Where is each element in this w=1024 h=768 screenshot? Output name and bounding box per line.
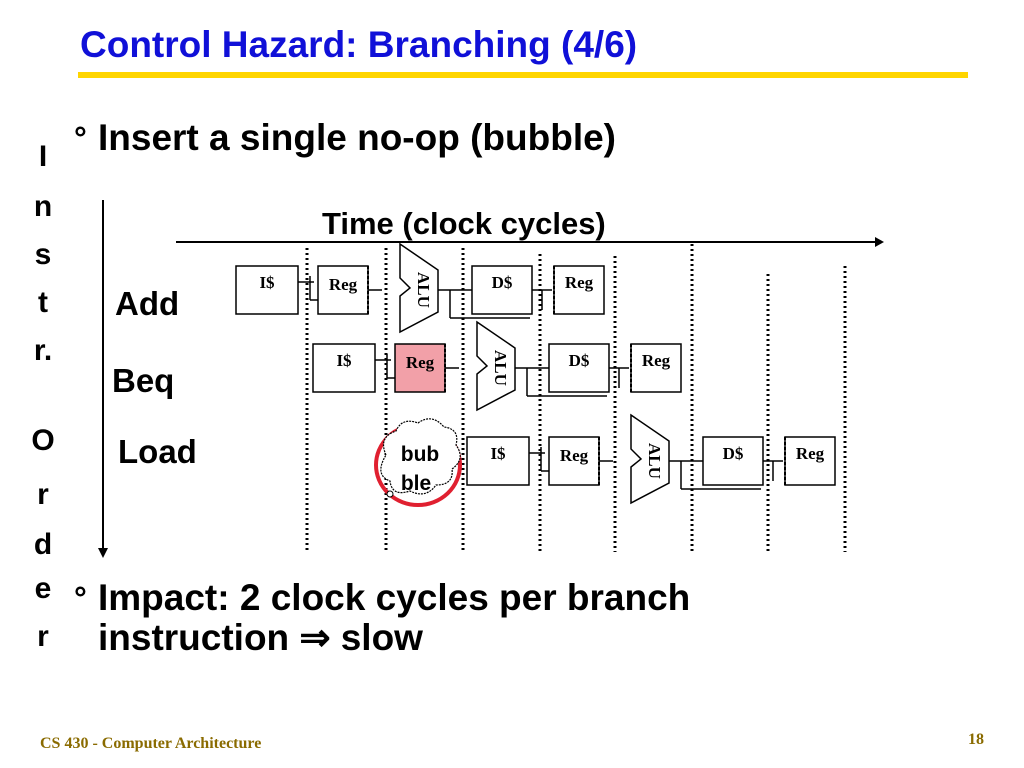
- order-letter: n: [33, 190, 53, 223]
- time-axis-label: Time (clock cycles): [322, 206, 606, 241]
- reg-label: Reg: [329, 275, 358, 294]
- imem-label: I$: [336, 351, 352, 370]
- bullet-text-line2: instruction ⇒ slow: [98, 617, 423, 658]
- dmem-label: D$: [492, 273, 513, 292]
- bullet-mark: °: [74, 580, 87, 616]
- order-letter: d: [33, 528, 53, 561]
- order-letter: r.: [33, 334, 53, 367]
- reg-label: Reg: [796, 444, 825, 463]
- title-underline: [78, 72, 968, 78]
- bubble-text-line1: bub: [401, 443, 439, 466]
- reg-read-box: [317, 265, 369, 315]
- bullet-text-line1: Impact: 2 clock cycles per branch: [98, 577, 691, 618]
- alu-shape: [399, 242, 439, 334]
- reg-write-box: [553, 265, 605, 315]
- bullet-impact: ° Impact: 2 clock cycles per branch inst…: [74, 577, 691, 658]
- dmem-box: [702, 436, 764, 486]
- slide-title: Control Hazard: Branching (4/6): [80, 24, 638, 65]
- reg-label: Reg: [406, 353, 435, 372]
- footer-course: CS 430 - Computer Architecture: [40, 735, 262, 752]
- alu-label: ALU: [491, 350, 510, 386]
- reg-label: Reg: [560, 446, 589, 465]
- instr-label-beq: Beq: [112, 362, 175, 399]
- order-letter: e: [34, 572, 52, 605]
- order-letter: r: [37, 620, 49, 653]
- bubble-cloud-tail: [386, 490, 394, 498]
- reg-label: Reg: [642, 351, 671, 370]
- imem-box: [466, 436, 530, 486]
- reg-write-box: [784, 436, 836, 486]
- imem-box: [312, 343, 376, 393]
- dmem-label: D$: [723, 444, 744, 463]
- imem-box: [235, 265, 299, 315]
- time-axis-arrowhead: [875, 237, 884, 247]
- dmem-box: [548, 343, 610, 393]
- reg-label: Reg: [565, 273, 594, 292]
- order-letter: r: [37, 478, 49, 511]
- order-letter: s: [34, 238, 52, 271]
- instr-label-add: Add: [115, 285, 180, 322]
- dmem-label: D$: [569, 351, 590, 370]
- instr-label-load: Load: [118, 433, 197, 470]
- bullet-insert-noop: ° Insert a single no-op (bubble): [74, 117, 616, 158]
- order-letter: I: [38, 140, 48, 173]
- page-number: 18: [968, 731, 984, 748]
- reg-read-box-highlighted: [394, 343, 446, 393]
- order-axis-arrowhead: [98, 548, 108, 558]
- order-letter: O: [31, 424, 55, 457]
- reg-write-box: [630, 343, 682, 393]
- alu-shape: [630, 413, 670, 505]
- dmem-box: [471, 265, 533, 315]
- alu-shape: [476, 320, 516, 412]
- imem-label: I$: [490, 444, 506, 463]
- bubble-cloud: [380, 418, 461, 495]
- alu-label: ALU: [645, 443, 664, 479]
- imem-label: I$: [259, 273, 275, 292]
- reg-read-box: [548, 436, 600, 486]
- bullet-mark: °: [74, 120, 87, 156]
- order-letter: t: [38, 286, 48, 319]
- bubble-text-line2: ble: [401, 472, 431, 495]
- alu-label: ALU: [414, 272, 433, 308]
- bullet-text: Insert a single no-op (bubble): [98, 117, 616, 158]
